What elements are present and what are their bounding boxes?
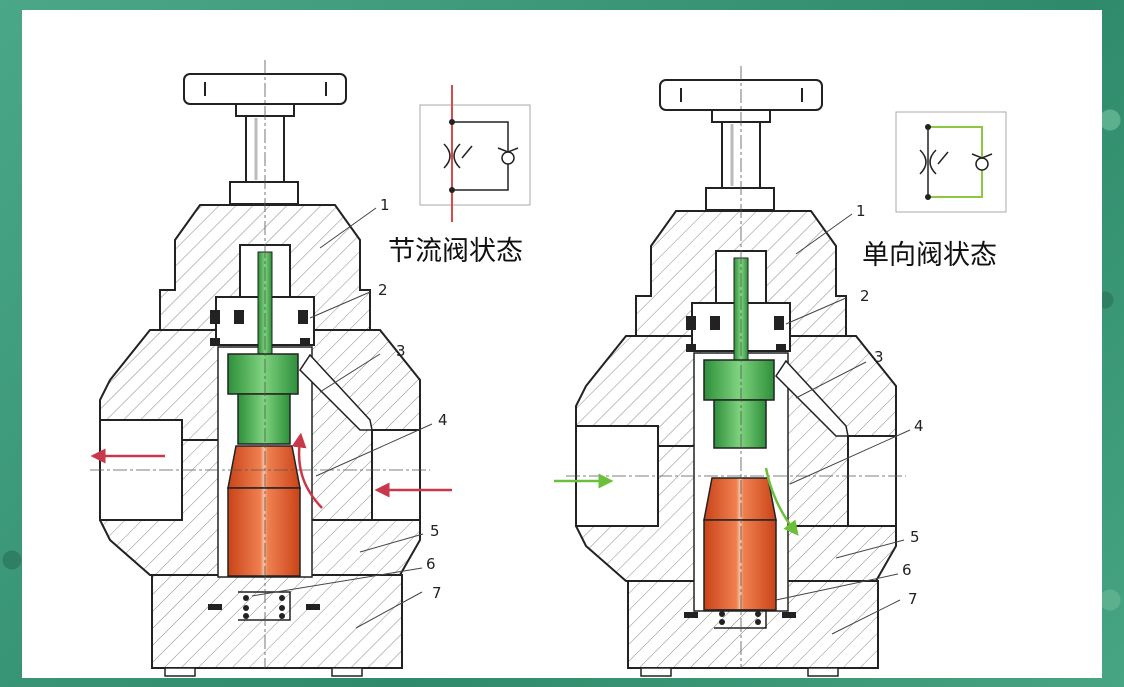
part-label-6: 6 xyxy=(426,555,436,573)
valve-base xyxy=(151,574,403,669)
valve-core xyxy=(703,477,777,521)
outlet-port xyxy=(847,435,897,527)
part-label-1: 1 xyxy=(856,202,866,220)
spring xyxy=(208,591,320,621)
throttle-valve-diagram: 1 2 3 4 5 6 7 节流阀状态 xyxy=(90,60,531,677)
check-symbol xyxy=(895,111,1007,213)
throttle-symbol xyxy=(419,85,531,222)
diagram-title: 节流阀状态 xyxy=(388,236,523,267)
part-label-5: 5 xyxy=(430,522,440,540)
part-label-2: 2 xyxy=(378,281,388,299)
flow-arrow-throttle xyxy=(291,432,323,509)
inlet-port xyxy=(371,429,421,521)
check-valve-diagram: 1 2 3 4 5 6 7 单向阀状态 xyxy=(554,66,1007,677)
part-label-6: 6 xyxy=(902,561,912,579)
valve-core xyxy=(227,445,301,489)
part-label-4: 4 xyxy=(914,417,924,435)
valve-base xyxy=(627,580,879,669)
part-label-7: 7 xyxy=(432,584,442,602)
spring xyxy=(684,609,796,629)
flow-arrow-check xyxy=(764,467,799,536)
part-label-3: 3 xyxy=(396,342,406,360)
part-label-2: 2 xyxy=(860,287,870,305)
part-label-1: 1 xyxy=(380,196,390,214)
part-label-4: 4 xyxy=(438,411,448,429)
part-label-5: 5 xyxy=(910,528,920,546)
diagram-title: 单向阀状态 xyxy=(862,240,997,271)
part-label-7: 7 xyxy=(908,590,918,608)
part-label-3: 3 xyxy=(874,348,884,366)
